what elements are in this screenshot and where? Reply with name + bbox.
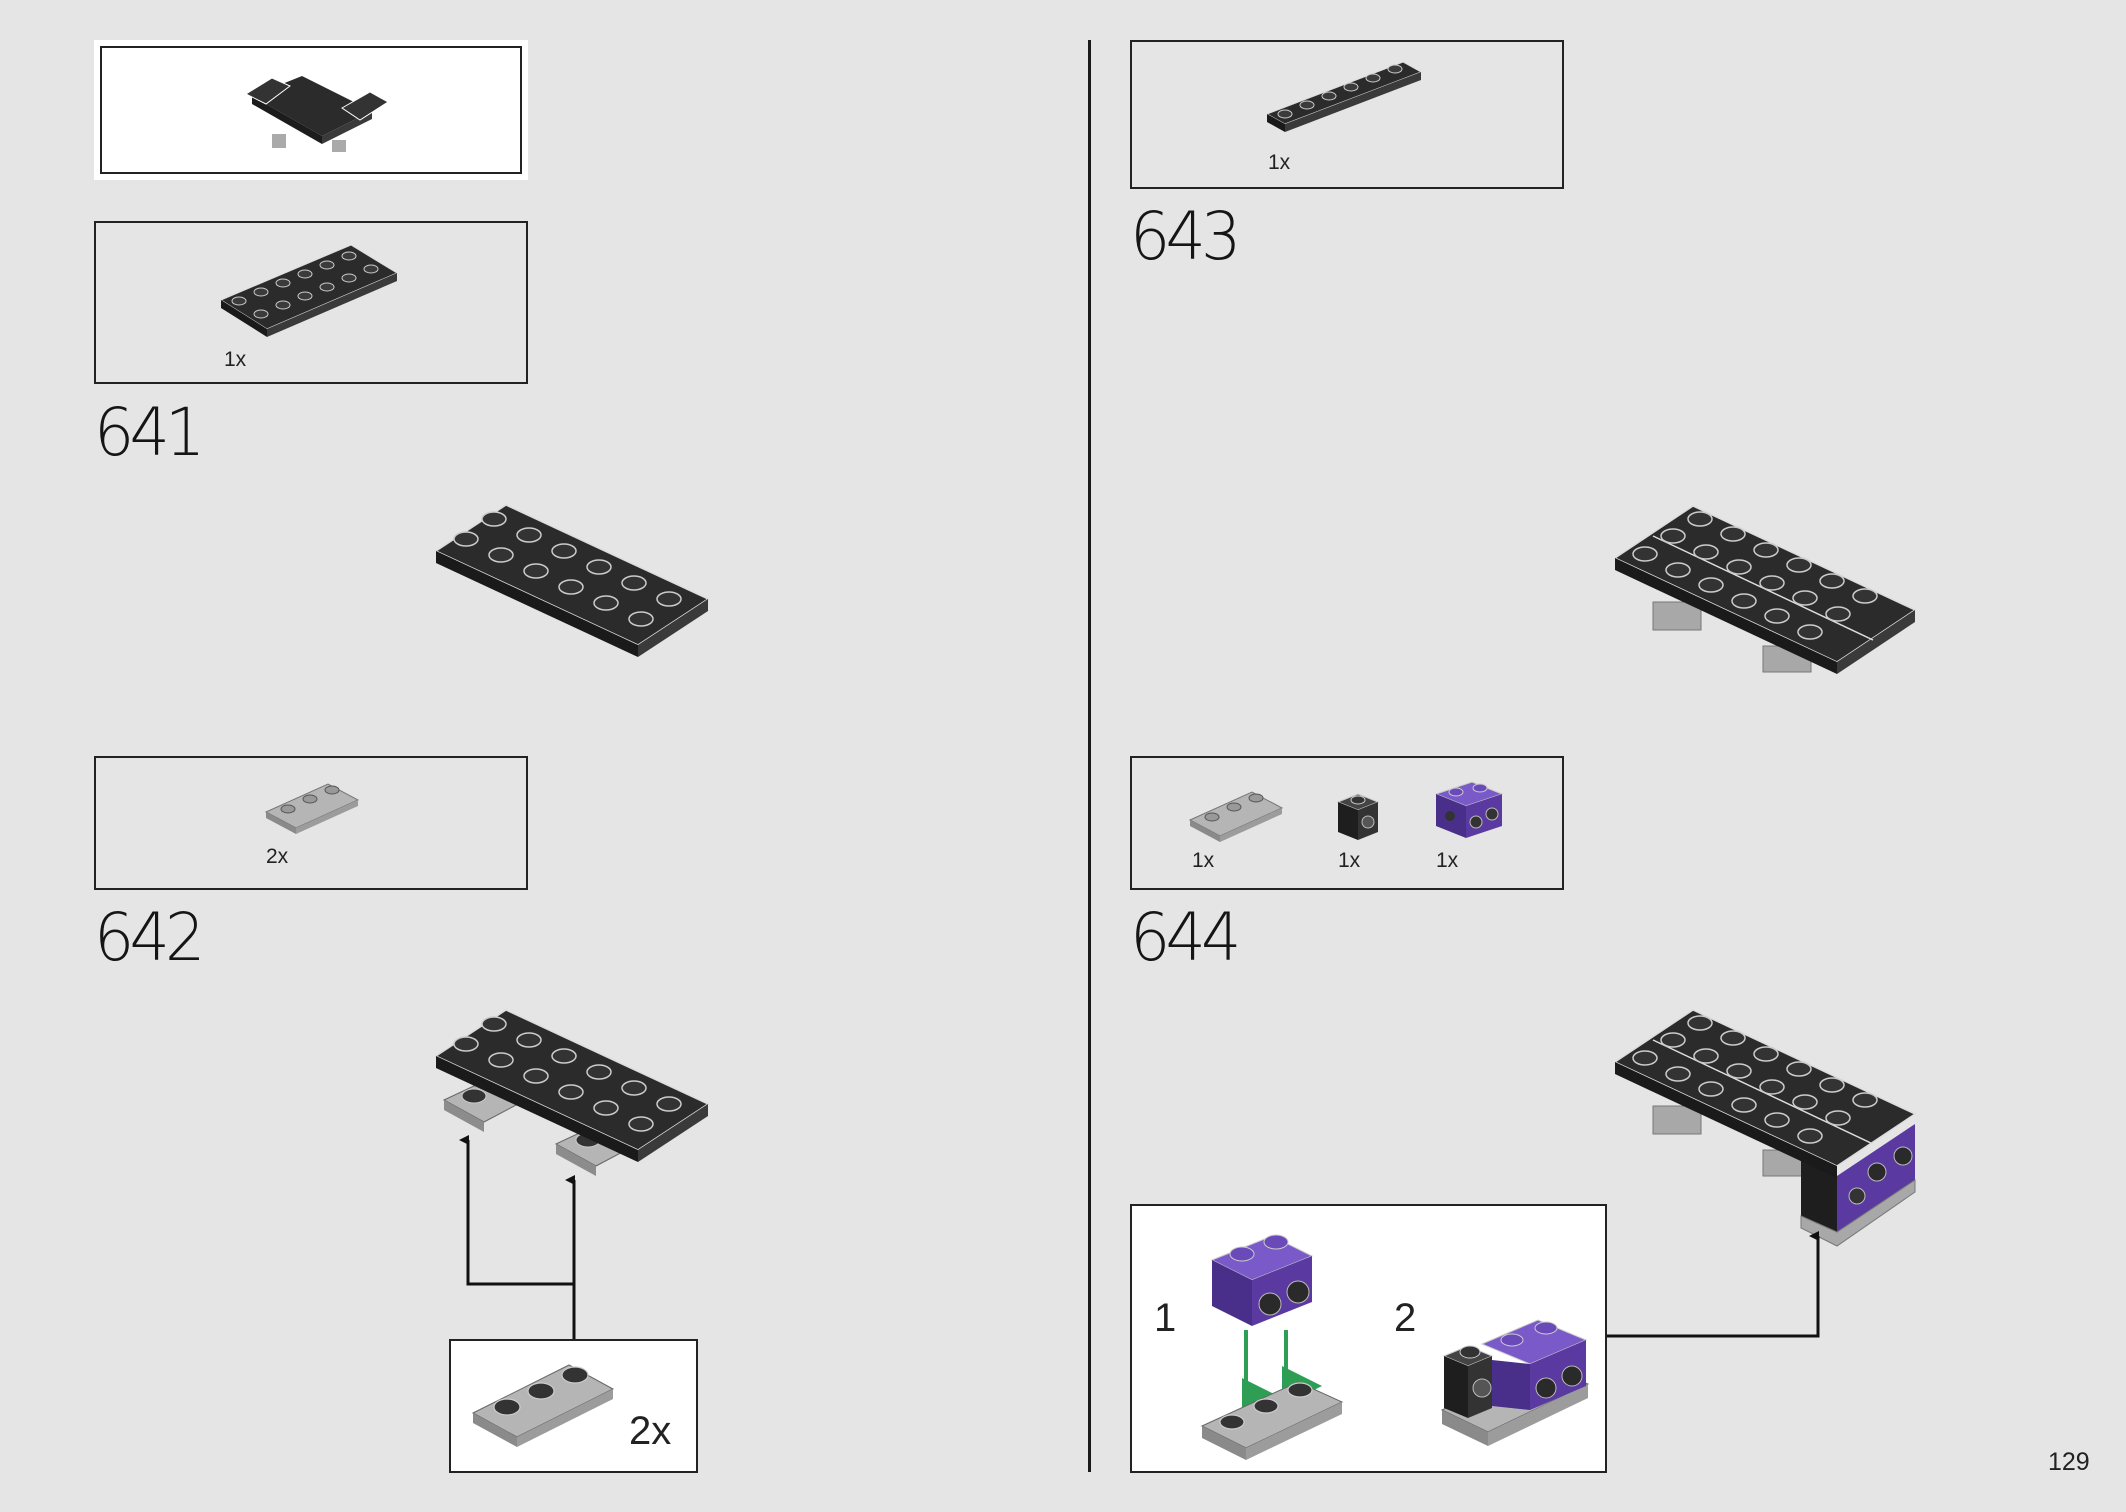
step-642-number: 642 (94, 899, 205, 976)
step-644-number: 644 (1130, 899, 1241, 976)
step-644-part-qty-3: 1x (1436, 849, 1459, 872)
step-644-part-qty-1: 1x (1192, 849, 1215, 872)
step-641-number: 641 (94, 394, 205, 471)
substep-2-combined-subassembly (1440, 1319, 1590, 1446)
step-641-part-qty: 1x (224, 348, 247, 371)
step-642-parts-box: 2x (94, 756, 528, 890)
black-brick-1x1-stud-side-icon (1336, 793, 1380, 840)
step-643-number: 643 (1130, 198, 1241, 275)
gray-plate-1x3-callout-icon (471, 1364, 615, 1447)
step-644-part-qty-2: 1x (1338, 849, 1361, 872)
car-submodel-preview-icon (244, 76, 389, 152)
gray-plate-1x3-icon (1188, 791, 1284, 842)
step-642-callout-qty: 2x (629, 1409, 672, 1453)
step-642-callout-box: 2x (449, 1339, 698, 1473)
submodel-preview-box (100, 46, 522, 174)
substep-1-number: 1 (1154, 1296, 1177, 1340)
page-number: 129 (2048, 1448, 2090, 1476)
black-plate-1x6-icon (1265, 61, 1423, 132)
step-643-part-qty: 1x (1268, 151, 1291, 174)
step-643-parts-box: 1x (1130, 40, 1564, 189)
substep-1-purple-brick-onto-gray-plate (1200, 1234, 1344, 1460)
step-643-model (1613, 505, 1917, 674)
step-641-parts-box: 1x (94, 221, 528, 384)
purple-brick-1x2-studs-side-icon (1434, 781, 1504, 838)
step-641-model-black-plate (434, 504, 710, 657)
substep-2-number: 2 (1394, 1296, 1417, 1340)
step-644-model (1613, 1009, 1917, 1247)
black-plate-2x6-icon (219, 244, 399, 337)
gray-plate-1x3-icon (264, 783, 360, 834)
step-642-part-qty: 2x (266, 845, 289, 868)
step-644-parts-box: 1x 1x 1x (1130, 756, 1564, 890)
step-642-model (434, 1009, 710, 1176)
step-644-subassembly-box: 1 2 (1130, 1204, 1607, 1473)
page-divider (1088, 40, 1091, 1472)
